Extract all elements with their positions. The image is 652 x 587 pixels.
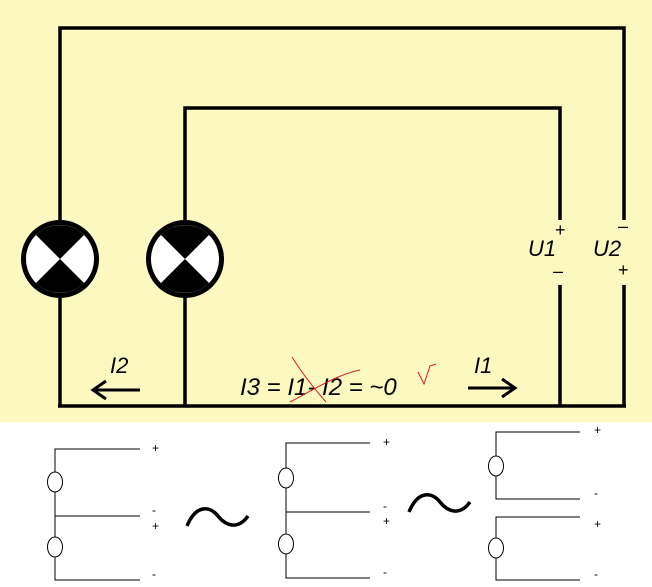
tilde-icon [407, 493, 472, 513]
bottom-panel-background [0, 422, 652, 587]
sketch-middle-terminal: + [383, 435, 390, 449]
i1-label: I1 [474, 353, 492, 378]
sketch-left-terminal: - [152, 567, 156, 581]
sketch-left-terminal: + [152, 441, 159, 455]
sketch-left [47, 448, 140, 581]
tilde-icon [185, 507, 250, 527]
outer-wire [58, 26, 626, 220]
u1-bottom-terminal: – [553, 261, 563, 281]
main-circuit [58, 26, 626, 408]
u2-label: U2 [593, 236, 621, 261]
current-equation: I3 = I1- I2 = ~0 [240, 374, 397, 401]
sketch-right-terminal: - [594, 486, 598, 500]
arrow-right-icon [468, 377, 518, 399]
lamp-icon [21, 220, 99, 298]
sketch-right [488, 431, 580, 581]
sketch-right-terminal: - [594, 567, 598, 581]
i2-label: I2 [110, 353, 128, 378]
u1-top-terminal: + [555, 220, 566, 240]
u2-top-terminal: – [618, 216, 628, 236]
u2-bottom-terminal: + [618, 260, 629, 280]
strike-mark [289, 369, 361, 403]
checkmark-icon [417, 363, 437, 386]
sketch-left-terminal: + [152, 519, 159, 533]
sketch-middle-terminal: + [383, 514, 390, 528]
arrow-left-icon [90, 379, 140, 401]
inner-wire [183, 106, 562, 220]
red-annotation [289, 356, 437, 403]
sketch-left-terminal: - [152, 503, 156, 517]
sketch-middle-terminal: - [383, 499, 387, 513]
lamp-icon [146, 220, 224, 298]
u1-label: U1 [528, 236, 556, 261]
sketch-right-terminal: + [594, 517, 601, 531]
strike-mark [291, 356, 327, 403]
sketch-middle-terminal: - [383, 565, 387, 579]
sketch-right-terminal: + [594, 423, 601, 437]
top-panel-background [0, 0, 652, 422]
sketch-middle [278, 442, 370, 579]
